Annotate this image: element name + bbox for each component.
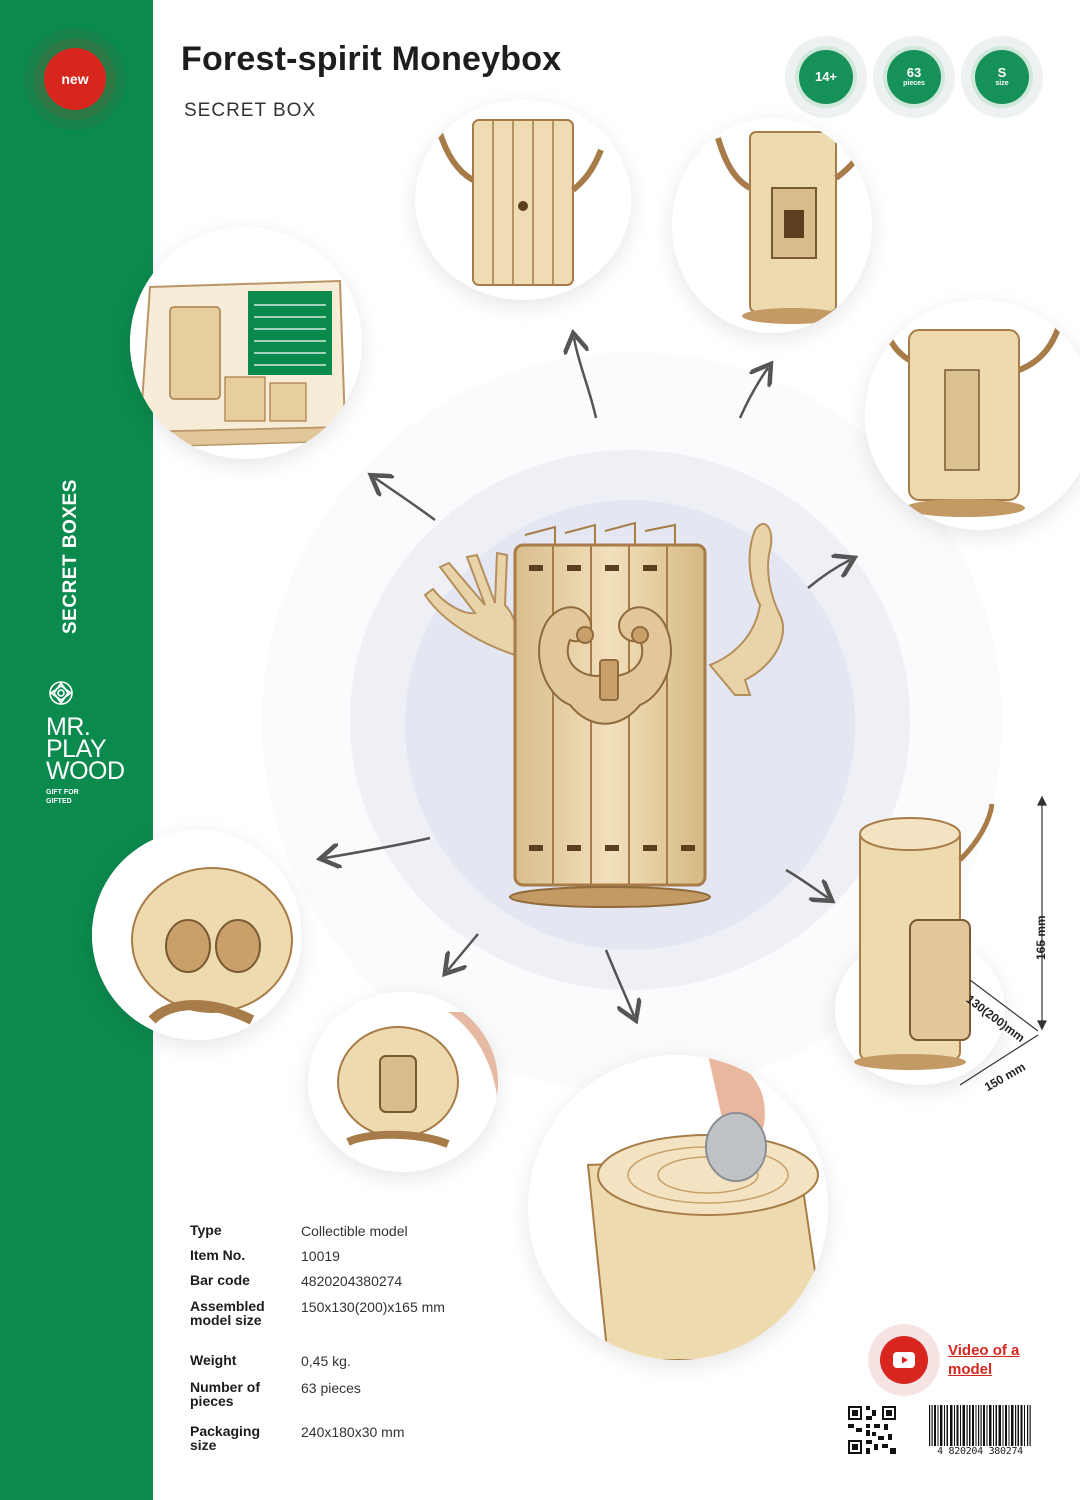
age-badge: 14+ [785,36,867,118]
brand-block: MR. PLAY WOOD GIFT FOR GIFTED [46,680,126,806]
arrow-icon [574,338,598,419]
spec-key: Assembled model size [190,1298,265,1328]
main-product-image [423,521,785,908]
arrow-icon [325,836,431,858]
size-value: S [997,65,1007,80]
brand-name: MR. PLAY WOOD [46,713,126,785]
page-subtitle: SECRET BOX [184,100,317,121]
dimension-lines [960,795,1047,1086]
spec-value: 10019 [301,1248,340,1264]
brand-logo-icon [49,681,73,705]
arrow-icon [785,868,828,898]
size-badge: S size [961,36,1043,118]
spec-key: Number of pieces [190,1379,260,1409]
arrow-icon [807,560,850,589]
arrow-icon [448,933,479,970]
dimension-model [854,803,995,1070]
age-value: 14+ [814,69,838,84]
pieces-unit: pieces [903,80,925,87]
video-button[interactable] [868,1324,940,1396]
spec-key: Type [190,1222,222,1238]
qr-code-icon[interactable] [848,1406,896,1454]
video-label[interactable]: Video of a model [948,1342,1020,1378]
photo-side-view [865,300,1080,530]
spec-key: Weight [190,1352,237,1368]
photo-front-view [415,100,631,300]
dimension-height: 165 mm [1034,915,1048,960]
page-title: Forest-spirit Moneybox [181,40,562,78]
arrow-icon [604,949,634,1016]
size-unit: size [995,80,1009,87]
arrow-icon [738,368,768,419]
spec-value: 63 pieces [301,1380,361,1396]
photo-coin-slot [528,1055,828,1360]
spec-value: 240x180x30 mm [301,1424,405,1440]
spec-value: Collectible model [301,1223,408,1239]
spec-value: 150x130(200)x165 mm [301,1299,445,1315]
sidebar: SECRET BOXES MR. PLAY WOOD GIFT FOR GIFT… [0,0,153,1500]
spec-key: Packaging size [190,1423,261,1453]
spec-value: 4820204380274 [301,1273,403,1289]
spec-value: 0,45 kg. [301,1353,351,1369]
photo-hand-held [92,830,302,1040]
pieces-badge: 63 pieces [873,36,955,118]
spec-key: Bar code [190,1272,250,1288]
photo-mechanism [672,118,872,333]
brand-name-line-3: WOOD [46,757,125,785]
photo-packaging [130,227,362,459]
brand-name-line-1: MR. [46,713,91,741]
youtube-play-icon [893,1352,915,1368]
barcode-number: 4 820204 380274 [925,1446,1035,1457]
arrow-icon [375,478,436,522]
spec-key: Item No. [190,1247,246,1263]
brand-tagline: GIFT FOR GIFTED [46,789,79,805]
pieces-value: 63 [906,65,922,80]
brand-name-line-2: PLAY [46,735,107,763]
photo-bottom-view [308,992,498,1172]
new-badge: new [44,48,106,110]
